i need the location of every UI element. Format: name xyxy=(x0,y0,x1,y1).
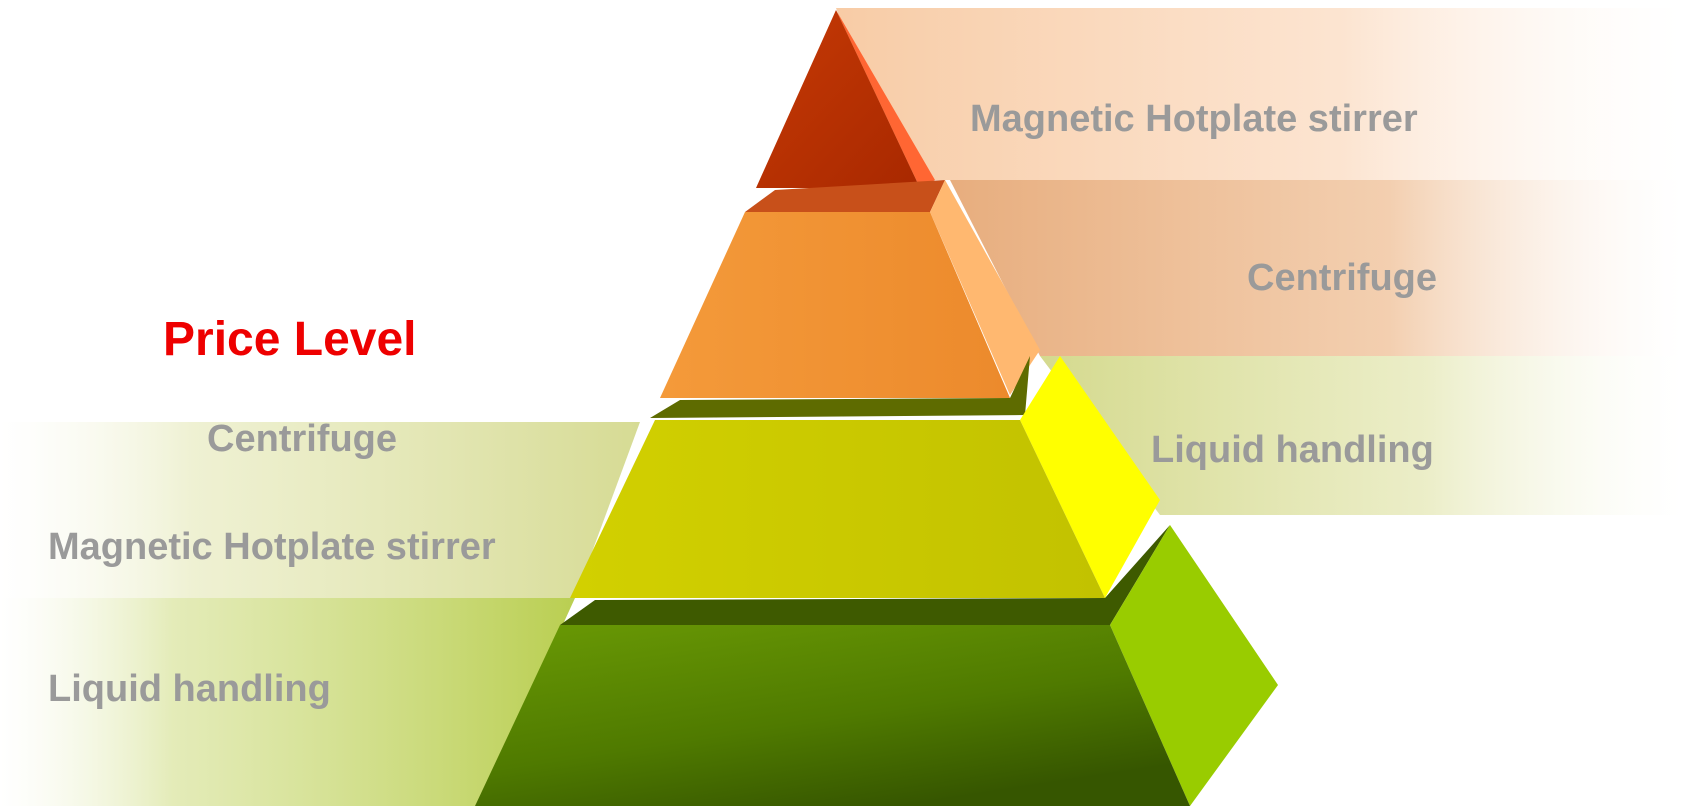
tier-1-front xyxy=(756,10,920,188)
band-mid-right xyxy=(950,180,1683,356)
right-label-tier-1: Magnetic Hotplate stirrer xyxy=(970,98,1418,140)
price-level-title: Price Level xyxy=(163,313,417,366)
tier-1-side xyxy=(836,10,935,188)
pyramid xyxy=(475,10,1278,806)
tier-4-front xyxy=(475,625,1190,806)
tier-2-front xyxy=(660,212,1010,398)
tier-2-top xyxy=(745,180,945,212)
tier-4-top xyxy=(560,525,1170,625)
tier-2-side xyxy=(930,180,1040,395)
band-yellow-right xyxy=(1040,356,1683,515)
tier-3-side xyxy=(1020,356,1160,598)
left-label-2: Magnetic Hotplate stirrer xyxy=(48,526,496,568)
tier-3-front xyxy=(570,420,1105,598)
band-green-left xyxy=(0,598,575,806)
right-label-tier-3: Liquid handling xyxy=(1151,429,1434,471)
tier-4-side xyxy=(1110,525,1278,806)
right-label-tier-2: Centrifuge xyxy=(1247,257,1437,299)
band-yellow-left xyxy=(0,422,640,598)
tier-3-top xyxy=(650,356,1030,418)
left-label-3: Liquid handling xyxy=(48,668,331,710)
band-top-right xyxy=(836,8,1683,180)
label-bands xyxy=(0,8,1683,806)
left-label-1: Centrifuge xyxy=(207,418,397,460)
